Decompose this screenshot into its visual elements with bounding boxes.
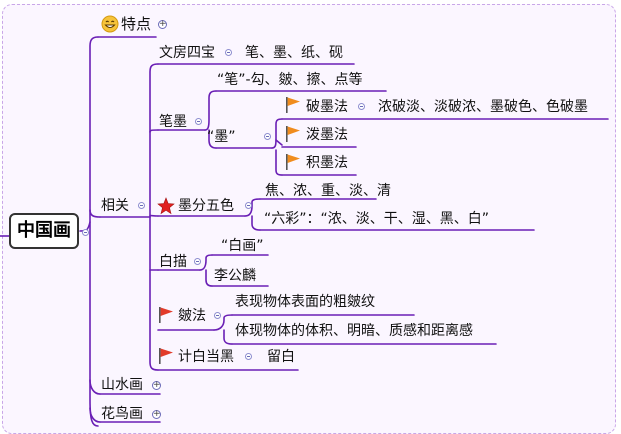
- topic-wenfang-value[interactable]: 笔、墨、纸、砚: [245, 45, 343, 61]
- topic-mofen[interactable]: 墨分五色: [178, 198, 234, 214]
- branch-tedian[interactable]: 特点: [121, 15, 152, 33]
- topic-cunfa-item[interactable]: 表现物体表面的粗皴纹: [235, 294, 375, 310]
- collapse-toggle-icon[interactable]: [358, 103, 365, 110]
- orange-flag-icon: [285, 153, 301, 175]
- collapse-toggle-icon[interactable]: [214, 312, 221, 319]
- topic-wenfang[interactable]: 文房四宝: [159, 45, 215, 61]
- topic-mofen-item[interactable]: “六彩”：“浓、淡、干、湿、黑、白”: [264, 211, 490, 227]
- expand-icon[interactable]: +: [152, 409, 161, 419]
- branch-shanshui[interactable]: 山水画: [101, 377, 143, 393]
- topic-mo[interactable]: “墨”: [207, 129, 236, 145]
- topic-bimo[interactable]: 笔墨: [159, 114, 187, 130]
- collapse-toggle-icon[interactable]: [245, 202, 252, 209]
- topic-cunfa-item[interactable]: 体现物体的体积、明暗、质感和距离感: [235, 323, 473, 339]
- collapse-toggle-icon[interactable]: [245, 353, 252, 360]
- topic-jibai-value[interactable]: 留白: [267, 349, 295, 365]
- collapse-toggle-icon[interactable]: [195, 118, 202, 125]
- topic-pomofa-value[interactable]: 浓破淡、淡破浓、墨破色、色破墨: [378, 99, 588, 115]
- red-flag-icon: [158, 347, 174, 369]
- red-flag-icon: [158, 306, 174, 328]
- topic-mofen-item[interactable]: 焦、浓、重、淡、清: [265, 183, 391, 199]
- topic-pomofa[interactable]: 破墨法: [306, 99, 348, 115]
- collapse-toggle-icon[interactable]: [138, 202, 145, 209]
- red-star-icon: [157, 197, 175, 219]
- collapse-toggle-icon[interactable]: [194, 258, 201, 265]
- root-topic[interactable]: 中国画: [9, 213, 79, 249]
- topic-pomofa2[interactable]: 泼墨法: [306, 127, 348, 143]
- orange-flag-icon: [285, 96, 301, 118]
- smiley-icon: [101, 15, 119, 37]
- topic-baimiao[interactable]: 白描: [159, 254, 187, 270]
- orange-flag-icon: [285, 125, 301, 147]
- topic-jibai[interactable]: 计白当黑: [178, 349, 234, 365]
- topic-jimofa[interactable]: 积墨法: [306, 155, 348, 171]
- branch-xiangguan[interactable]: 相关: [101, 198, 129, 214]
- expand-icon[interactable]: +: [152, 380, 161, 390]
- collapse-toggle-icon[interactable]: [82, 229, 89, 236]
- topic-cunfa[interactable]: 皴法: [178, 308, 206, 324]
- mindmap-canvas-frame: [2, 4, 616, 434]
- collapse-toggle-icon[interactable]: [264, 133, 271, 140]
- collapse-toggle-icon[interactable]: [225, 49, 232, 56]
- expand-icon[interactable]: +: [158, 19, 167, 29]
- branch-huaniao[interactable]: 花鸟画: [101, 406, 143, 422]
- topic-baimiao-item[interactable]: 李公麟: [214, 268, 256, 284]
- topic-baimiao-item[interactable]: “白画”: [221, 238, 264, 254]
- topic-bi[interactable]: “笔”-勾、皴、擦、点等: [217, 72, 363, 88]
